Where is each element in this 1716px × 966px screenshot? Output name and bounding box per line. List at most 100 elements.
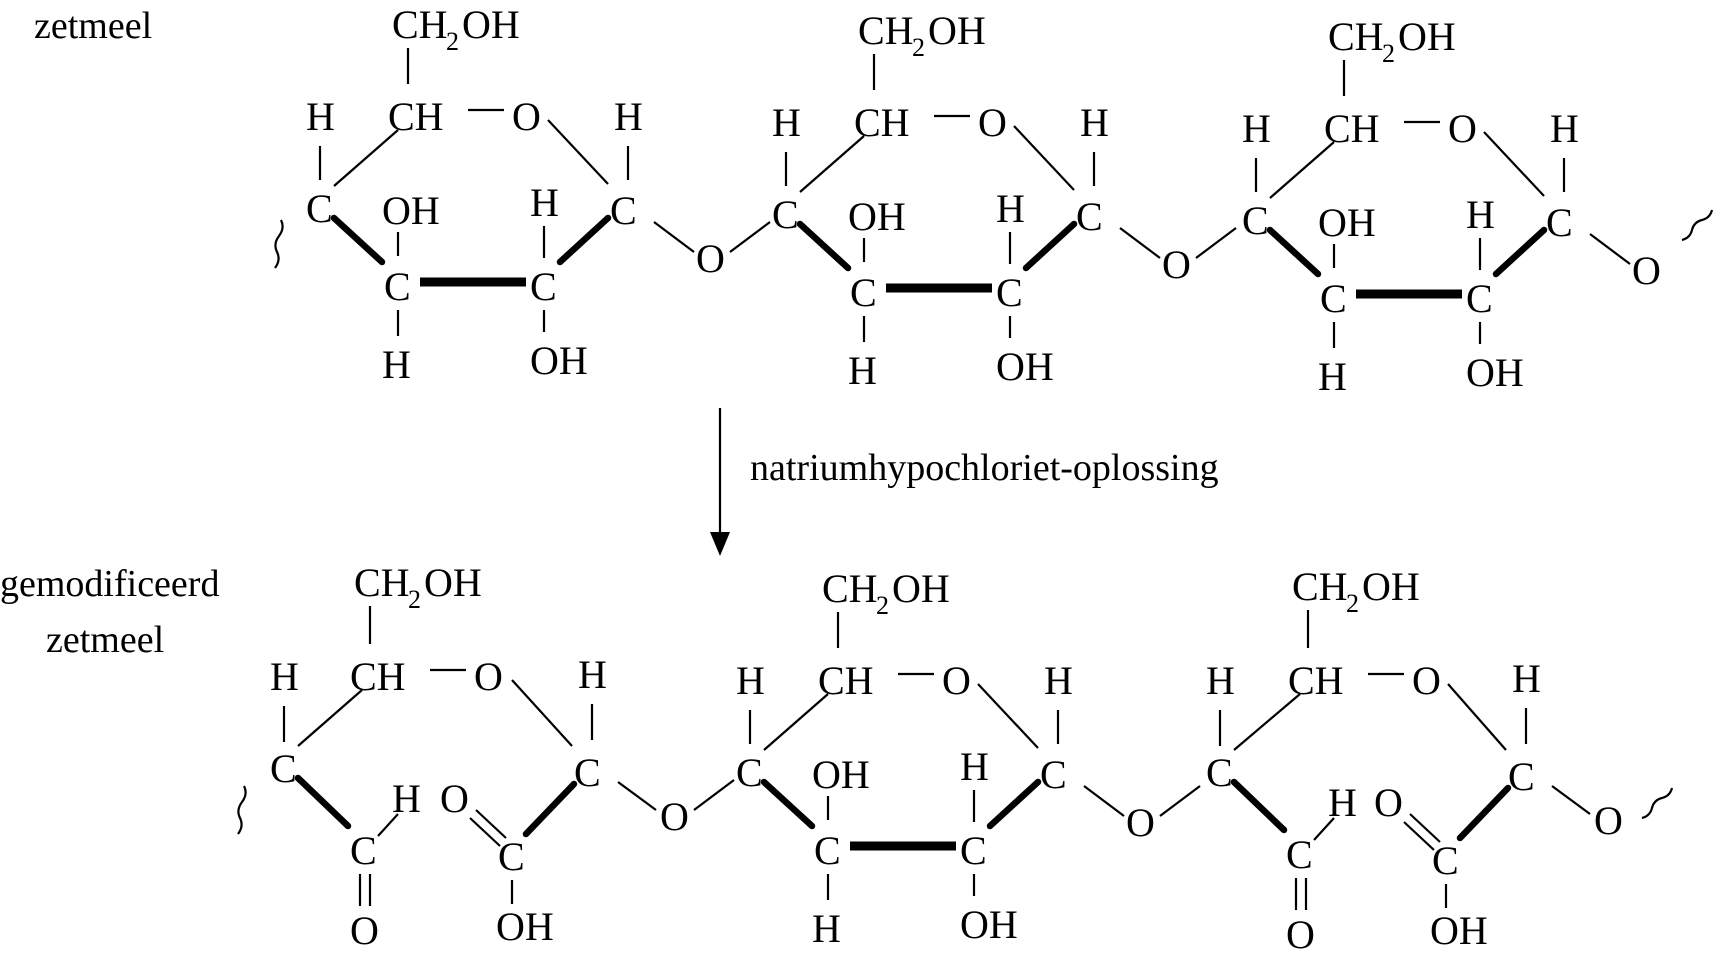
atom-label-h: H <box>848 348 877 393</box>
atom-label-h: H <box>1206 658 1235 703</box>
atom-label-o: O <box>942 658 971 703</box>
atom-label-o: O <box>1374 780 1403 825</box>
reaction-arrow <box>710 408 730 556</box>
bond-line <box>511 679 573 747</box>
reagent-label: natriumhypochloriet-oplossing <box>750 447 1219 489</box>
atom-label-oh: OH <box>496 904 554 949</box>
atom-label-h: H <box>996 186 1025 231</box>
bond-line <box>1159 785 1201 817</box>
atom-label-c: C <box>1432 838 1459 883</box>
atom-label-o: O <box>660 794 689 839</box>
atom-label-ch2oh-sub: 2 <box>408 585 421 614</box>
bond-line <box>333 129 399 187</box>
atom-label-h: H <box>1328 780 1357 825</box>
bond-line <box>377 813 399 837</box>
bond-line <box>1403 821 1435 851</box>
bond-line <box>330 214 386 266</box>
bond-line <box>1313 817 1335 841</box>
atom-label-h: H <box>306 94 335 139</box>
atom-label-c: C <box>1242 198 1269 243</box>
atom-label-ch2oh-main: CH <box>822 566 878 611</box>
bond-line <box>977 683 1039 749</box>
atom-label-oh: OH <box>960 902 1018 947</box>
atom-label-h: H <box>1512 656 1541 701</box>
atom-label-h: H <box>1044 658 1073 703</box>
bond-line <box>1013 125 1075 191</box>
atom-label-c: C <box>574 750 601 795</box>
modified-starch-label-line1: gemodificeerd <box>0 563 219 605</box>
bond-line <box>760 778 816 830</box>
atom-label-c: C <box>1206 750 1233 795</box>
atom-label-ch2oh-tail: OH <box>462 2 520 47</box>
atom-label-o: O <box>440 776 469 821</box>
atom-label-o: O <box>1632 248 1661 293</box>
atom-label-ch2oh-tail: OH <box>424 560 482 605</box>
atom-label-c: C <box>850 270 877 315</box>
atom-label-o: O <box>1162 242 1191 287</box>
atom-label-ch2oh-sub: 2 <box>1382 39 1395 68</box>
atom-label-o: O <box>512 94 541 139</box>
atom-label-ch2oh-main: CH <box>1292 564 1348 609</box>
atom-label-ch2oh-sub: 2 <box>1346 589 1359 618</box>
atom-label-o: O <box>978 100 1007 145</box>
atom-label-c: C <box>1320 276 1347 321</box>
atom-label-h: H <box>270 654 299 699</box>
atom-label-h: H <box>736 658 765 703</box>
atom-label-h: H <box>1466 192 1495 237</box>
atom-label-oh: OH <box>382 188 440 233</box>
starch-label: zetmeel <box>34 5 152 47</box>
bond-line <box>729 221 771 253</box>
bond-line <box>1409 813 1441 843</box>
atom-label-c: C <box>1546 200 1573 245</box>
atom-label-o: O <box>1412 658 1441 703</box>
atom-label-c: C <box>1040 752 1067 797</box>
atom-label-oh: OH <box>1430 908 1488 953</box>
bond-line <box>1233 693 1301 751</box>
bond-line <box>1492 226 1548 278</box>
atom-label-h: H <box>1080 100 1109 145</box>
atom-label-c: C <box>1286 832 1313 877</box>
atom-label-oh: OH <box>812 752 870 797</box>
atom-label-oh: OH <box>530 338 588 383</box>
atom-label-oh: OH <box>1318 200 1376 245</box>
atom-label-c: C <box>814 828 841 873</box>
atom-label-h: H <box>614 94 643 139</box>
atom-label-oh: OH <box>1466 350 1524 395</box>
atom-label-c: C <box>384 264 411 309</box>
atom-label-h: H <box>812 906 841 951</box>
atom-label-h: H <box>382 342 411 387</box>
bond-line <box>617 781 657 811</box>
atom-label-c: C <box>306 186 333 231</box>
bond-line <box>763 693 829 751</box>
atom-label-c: C <box>960 828 987 873</box>
atom-label-c: C <box>736 750 763 795</box>
atom-label-h: H <box>960 744 989 789</box>
bond-line <box>1230 778 1288 834</box>
atom-label-ch2oh-sub: 2 <box>912 33 925 62</box>
chain-end-left <box>274 219 284 269</box>
bond-line <box>556 214 612 266</box>
bond-line <box>294 774 352 830</box>
atom-label-c: C <box>530 264 557 309</box>
bond-line <box>1483 131 1545 197</box>
bond-line <box>469 817 501 847</box>
bond-line <box>710 532 730 556</box>
atom-label-o: O <box>1126 800 1155 845</box>
bond-line <box>1083 785 1125 817</box>
chain-end-right <box>1641 787 1674 820</box>
bond-line <box>1456 784 1512 842</box>
atom-label-c: C <box>350 828 377 873</box>
atom-label-o: O <box>696 236 725 281</box>
bond-line <box>522 780 578 838</box>
bond-line <box>1022 220 1078 272</box>
atom-label-c: C <box>1076 194 1103 239</box>
chain-end-left <box>237 785 247 835</box>
atom-label-h: H <box>772 100 801 145</box>
bond-line <box>1589 233 1631 265</box>
